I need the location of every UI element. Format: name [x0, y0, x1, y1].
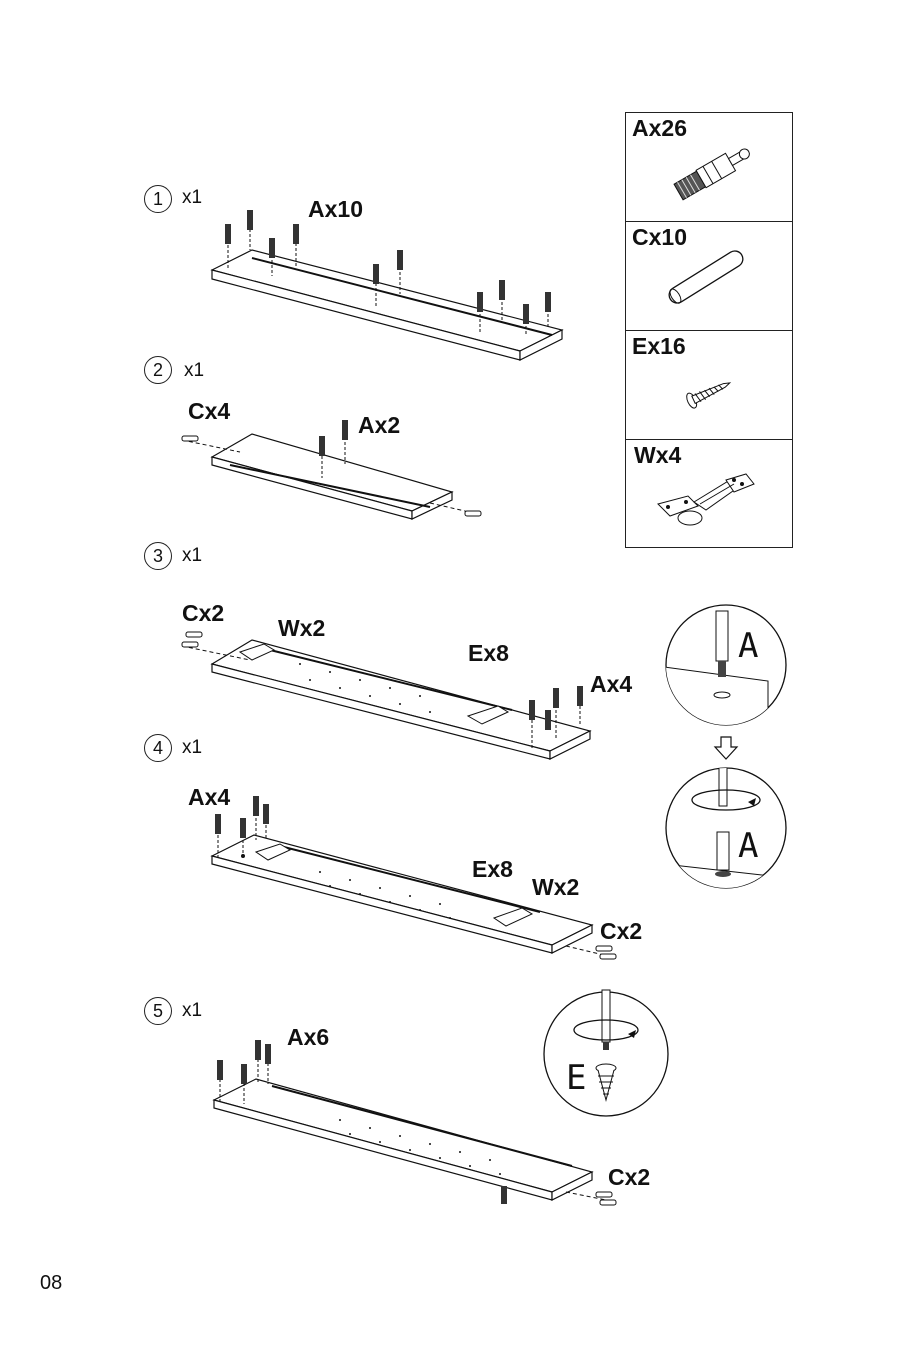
detail-letter-e: E	[566, 1058, 586, 1098]
page-number: 08	[40, 1272, 62, 1295]
detail-e-screw-illustration	[542, 990, 670, 1118]
